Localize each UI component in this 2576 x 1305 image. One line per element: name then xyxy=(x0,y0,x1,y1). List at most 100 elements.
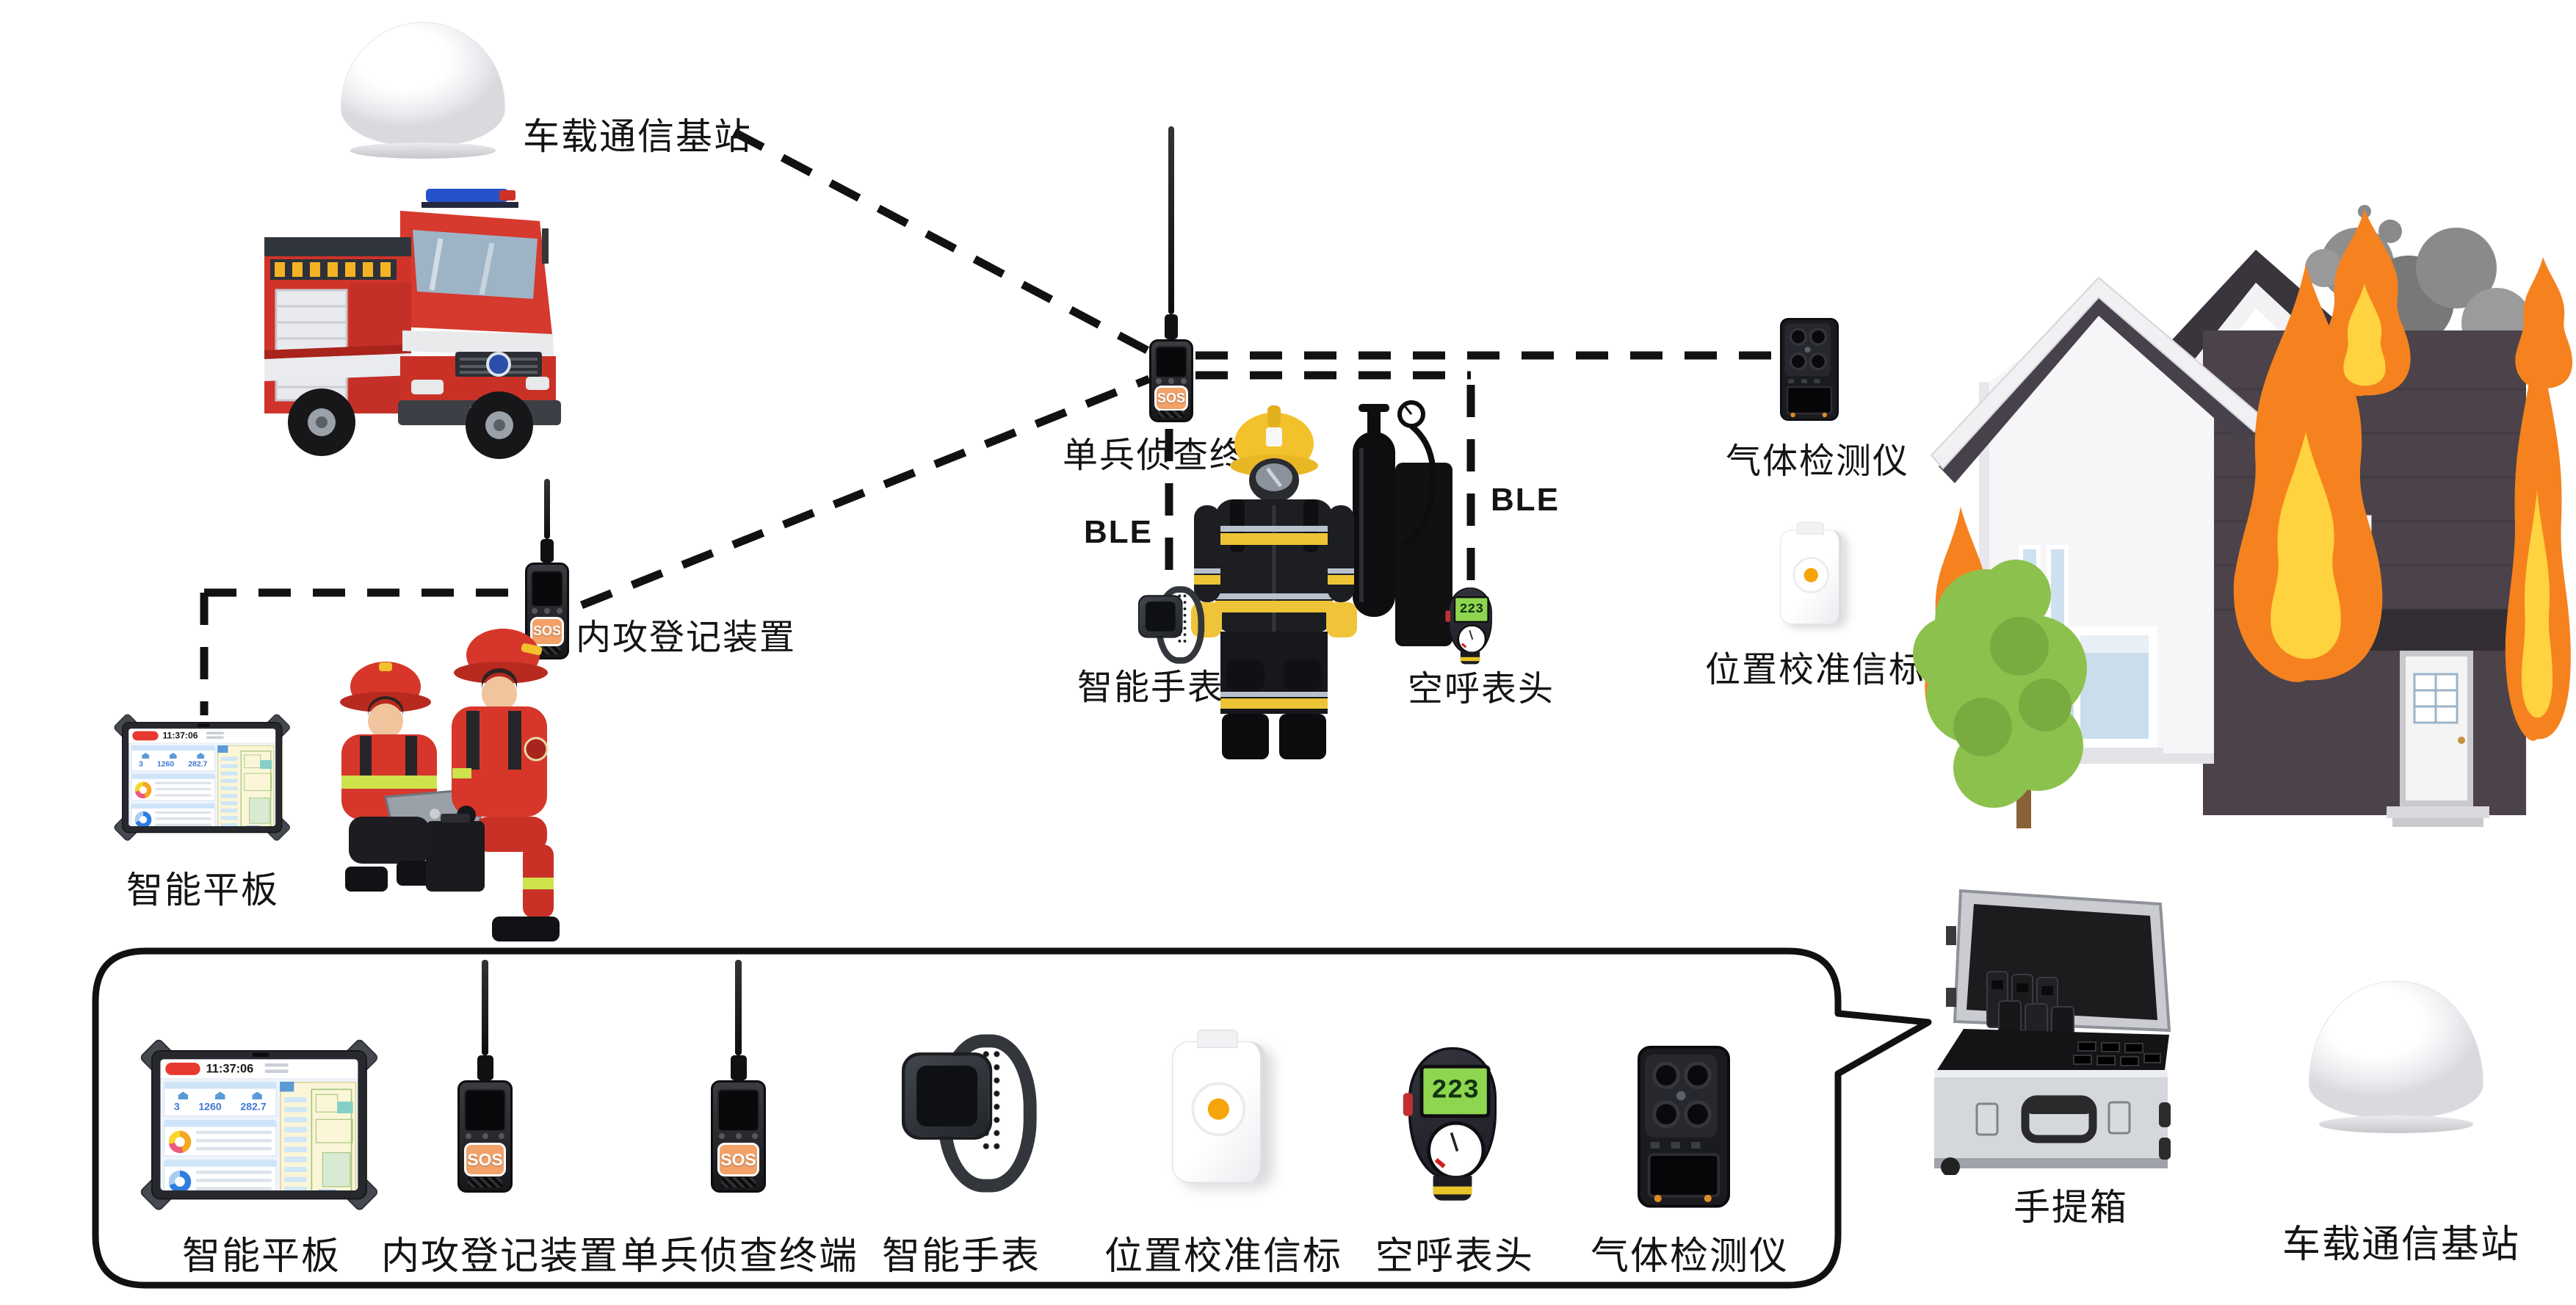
donut-chart-icon xyxy=(168,1130,192,1154)
recon-terminal-device: SOS xyxy=(1149,126,1193,422)
alarm-pill-button xyxy=(165,1062,200,1075)
sos-button: SOS xyxy=(530,616,564,646)
label-ble-gauge: BLE xyxy=(1491,482,1560,518)
stat-air: 282.7 xyxy=(188,759,208,768)
label-beacon: 位置校准信标 xyxy=(1705,651,1926,690)
tablet-camera-icon xyxy=(252,1052,269,1058)
sos-button: SOS xyxy=(717,1143,760,1176)
command-crew-illustration xyxy=(340,629,560,941)
label-scba-gauge: 空呼表头 xyxy=(1408,670,1555,709)
case-latch xyxy=(1975,1102,1999,1136)
gauge-dial xyxy=(1457,624,1487,654)
stat-pressure: 1260 xyxy=(198,1100,222,1113)
case-handle xyxy=(2021,1095,2097,1143)
truck-headlight xyxy=(411,380,444,394)
fire-truck-illustration xyxy=(264,189,561,459)
label-smart-watch: 智能手表 xyxy=(1077,668,1225,707)
tank-valve xyxy=(1358,404,1389,412)
burning-house-illustration xyxy=(1913,205,2573,828)
truck-logo xyxy=(486,352,511,377)
beacon-orange-dot xyxy=(1803,568,1818,582)
house-icon xyxy=(142,753,150,759)
radio-screen xyxy=(1154,346,1188,378)
label-entry-register: 内攻登记装置 xyxy=(576,618,797,657)
tank-hose xyxy=(1402,423,1436,548)
kit-panel-outline xyxy=(92,947,1932,1289)
floorplan-panel xyxy=(217,745,275,826)
gas-detector-device xyxy=(1780,318,1839,421)
tablet-camera-icon xyxy=(197,723,210,727)
alarm-pill-button xyxy=(132,731,159,741)
truck-lightbar xyxy=(426,189,508,202)
label-tablet: 智能平板 xyxy=(126,870,279,911)
kit-beacon-device xyxy=(1172,1030,1269,1185)
vehicle-base-station-dome-top xyxy=(341,22,505,166)
stat-air: 282.7 xyxy=(240,1100,267,1113)
gas-detector-screen xyxy=(1647,1153,1721,1198)
antenna-icon xyxy=(482,960,488,1055)
gauge-lcd: 223 xyxy=(1453,596,1489,623)
donut-chart-icon xyxy=(168,1170,192,1190)
gas-sensor-panel xyxy=(1784,323,1831,377)
gas-sensor-panel xyxy=(1645,1054,1718,1138)
scba-gauge-device: 223 xyxy=(1445,588,1492,667)
kit-scba-gauge-device: 223 xyxy=(1403,1047,1497,1206)
speaker-grille-icon xyxy=(533,646,561,655)
speaker-grille-icon xyxy=(1157,411,1185,418)
equipment-box xyxy=(426,821,485,892)
tree xyxy=(1913,560,2087,828)
smart-watch-device xyxy=(1138,585,1205,664)
right-arm xyxy=(1328,505,1354,602)
truck-rollup-door xyxy=(275,289,348,402)
antenna-icon xyxy=(1168,126,1174,314)
kit-label-scba-gauge: 空呼表头 xyxy=(1375,1235,1535,1278)
label-gas-detector: 气体检测仪 xyxy=(1726,442,1910,481)
label-top-base-station: 车载通信基站 xyxy=(523,116,752,157)
link-register-to-terminal xyxy=(579,375,1151,610)
link-base-to-terminal xyxy=(732,129,1154,356)
dome-base xyxy=(2319,1115,2473,1133)
donut-chart-icon xyxy=(134,811,152,826)
case-base xyxy=(1934,1070,2168,1168)
gauge-lcd: 223 xyxy=(1419,1065,1491,1118)
dome-cap xyxy=(341,22,505,146)
scba-tank xyxy=(1353,432,1395,617)
right-boot xyxy=(1279,714,1326,759)
rescuer-right xyxy=(426,629,560,941)
scba-backpack xyxy=(1395,463,1452,646)
kit-recon-terminal-device: SOS xyxy=(711,960,766,1193)
radio-screen xyxy=(717,1088,759,1132)
label-suitcase: 手提箱 xyxy=(2014,1187,2128,1228)
beacon-orange-dot xyxy=(1207,1098,1229,1120)
donut-chart-icon xyxy=(134,781,152,799)
house-icon xyxy=(178,1091,189,1100)
left-arm xyxy=(1194,505,1220,602)
dome-base xyxy=(350,142,496,159)
front-door xyxy=(2387,651,2489,827)
kit-gas-detector-device xyxy=(1638,1046,1730,1208)
tablet-screen: 11:37:06 3 1260 282.7 xyxy=(160,1059,358,1190)
tablet-time: 11:37:06 xyxy=(206,1062,254,1076)
tablet-time: 11:37:06 xyxy=(162,731,198,741)
speaker-grille-icon xyxy=(468,1177,502,1187)
beacon-device xyxy=(1780,522,1845,626)
door-awning xyxy=(2338,610,2538,651)
dome-cap xyxy=(2309,981,2483,1119)
kit-label-recon-terminal: 单兵侦查终端 xyxy=(621,1235,859,1278)
stat-count: 3 xyxy=(138,759,143,768)
kit-label-beacon: 位置校准信标 xyxy=(1104,1235,1343,1278)
tablet-screen: 11:37:06 3 1260 282.7 xyxy=(129,729,276,826)
speaker-grille-icon xyxy=(721,1177,756,1187)
right-glove xyxy=(1326,602,1357,637)
kit-label-tablet: 智能平板 xyxy=(182,1235,341,1278)
floorplan-panel xyxy=(280,1081,357,1190)
vehicle-base-station-dome-bottom xyxy=(2309,981,2483,1141)
label-bottom-base-station: 车载通信基站 xyxy=(2282,1223,2521,1266)
stat-pressure: 1260 xyxy=(156,759,175,768)
kit-label-entry-register: 内攻登记装置 xyxy=(381,1235,620,1278)
kit-smart-tablet-device: 11:37:06 3 1260 282.7 xyxy=(139,1038,380,1212)
left-boot xyxy=(1222,714,1269,759)
kit-smart-watch-device xyxy=(902,1031,1037,1193)
